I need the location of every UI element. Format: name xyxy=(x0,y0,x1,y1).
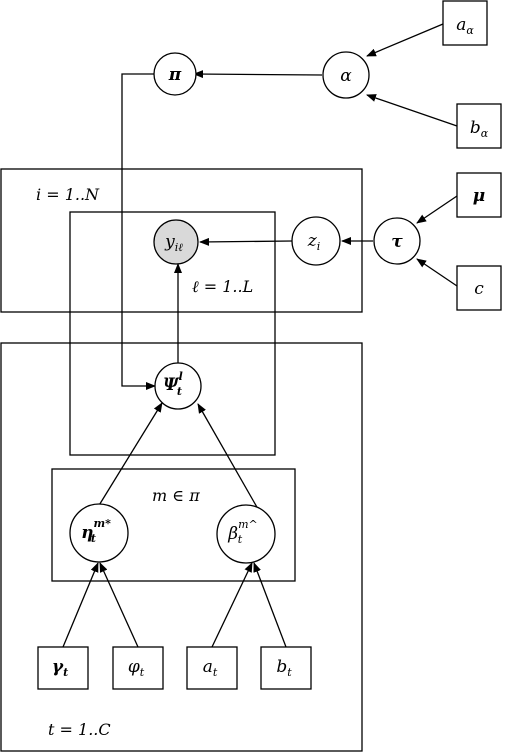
plate-t-label: t = 1..C xyxy=(48,720,111,739)
node-beta: βm^t xyxy=(216,504,276,564)
edge-alpha-to-pi xyxy=(193,70,323,79)
svg-text:at: at xyxy=(203,657,218,679)
node-pi: π xyxy=(153,52,197,96)
svg-text:Ψlt: Ψlt xyxy=(163,370,183,398)
svg-text:aα: aα xyxy=(456,15,474,37)
plate-m-label: m ∈ π xyxy=(152,486,200,505)
node-tau: τ xyxy=(373,217,421,265)
svg-text:βm^t: βm^t xyxy=(227,518,257,546)
plate-t xyxy=(0,342,363,752)
edge-at-to-beta xyxy=(211,562,253,648)
svg-text:α: α xyxy=(340,66,352,86)
node-phi: φt xyxy=(112,646,164,690)
node-y-observed: yiℓ xyxy=(153,219,199,265)
svg-text:c: c xyxy=(474,279,484,299)
node-a-t: at xyxy=(186,646,238,690)
svg-text:ηm*t: ηm*t xyxy=(81,517,111,545)
svg-text:τ: τ xyxy=(391,232,403,252)
svg-text:π: π xyxy=(168,65,182,85)
edge-a-alpha-to-alpha xyxy=(366,23,444,57)
edge-beta-to-psi xyxy=(197,403,259,510)
svg-text:yiℓ: yiℓ xyxy=(164,232,183,254)
svg-text:γt: γt xyxy=(52,657,68,679)
node-alpha: α xyxy=(322,51,370,99)
edge-b-alpha-to-alpha xyxy=(366,94,458,127)
edge-bt-to-beta xyxy=(253,562,287,648)
edge-z-to-y xyxy=(199,237,293,246)
node-mu: μ xyxy=(456,172,502,218)
plate-l-label: ℓ = 1..L xyxy=(192,277,253,296)
svg-text:μ: μ xyxy=(473,186,485,206)
edge-c-to-tau xyxy=(416,258,458,287)
node-z: zi xyxy=(291,216,341,266)
svg-text:zi: zi xyxy=(307,231,321,253)
edge-eta-to-psi xyxy=(97,402,163,508)
plate-l xyxy=(69,211,276,456)
node-eta: ηm*t xyxy=(69,503,129,563)
plate-m xyxy=(51,468,296,582)
node-a-alpha: aα xyxy=(442,0,488,46)
node-c: c xyxy=(456,265,502,311)
node-gamma: γt xyxy=(37,646,89,690)
node-b-t: bt xyxy=(260,646,312,690)
edge-phi-to-eta xyxy=(99,562,139,648)
svg-text:φt: φt xyxy=(128,657,145,679)
edge-gamma-to-eta xyxy=(62,562,99,648)
edge-pi-to-psi xyxy=(121,73,156,390)
svg-text:bt: bt xyxy=(276,657,292,679)
svg-text:bα: bα xyxy=(470,118,489,140)
edge-mu-to-tau xyxy=(416,195,458,224)
plate-i-label: i = 1..N xyxy=(36,185,100,204)
node-b-alpha: bα xyxy=(456,103,502,149)
